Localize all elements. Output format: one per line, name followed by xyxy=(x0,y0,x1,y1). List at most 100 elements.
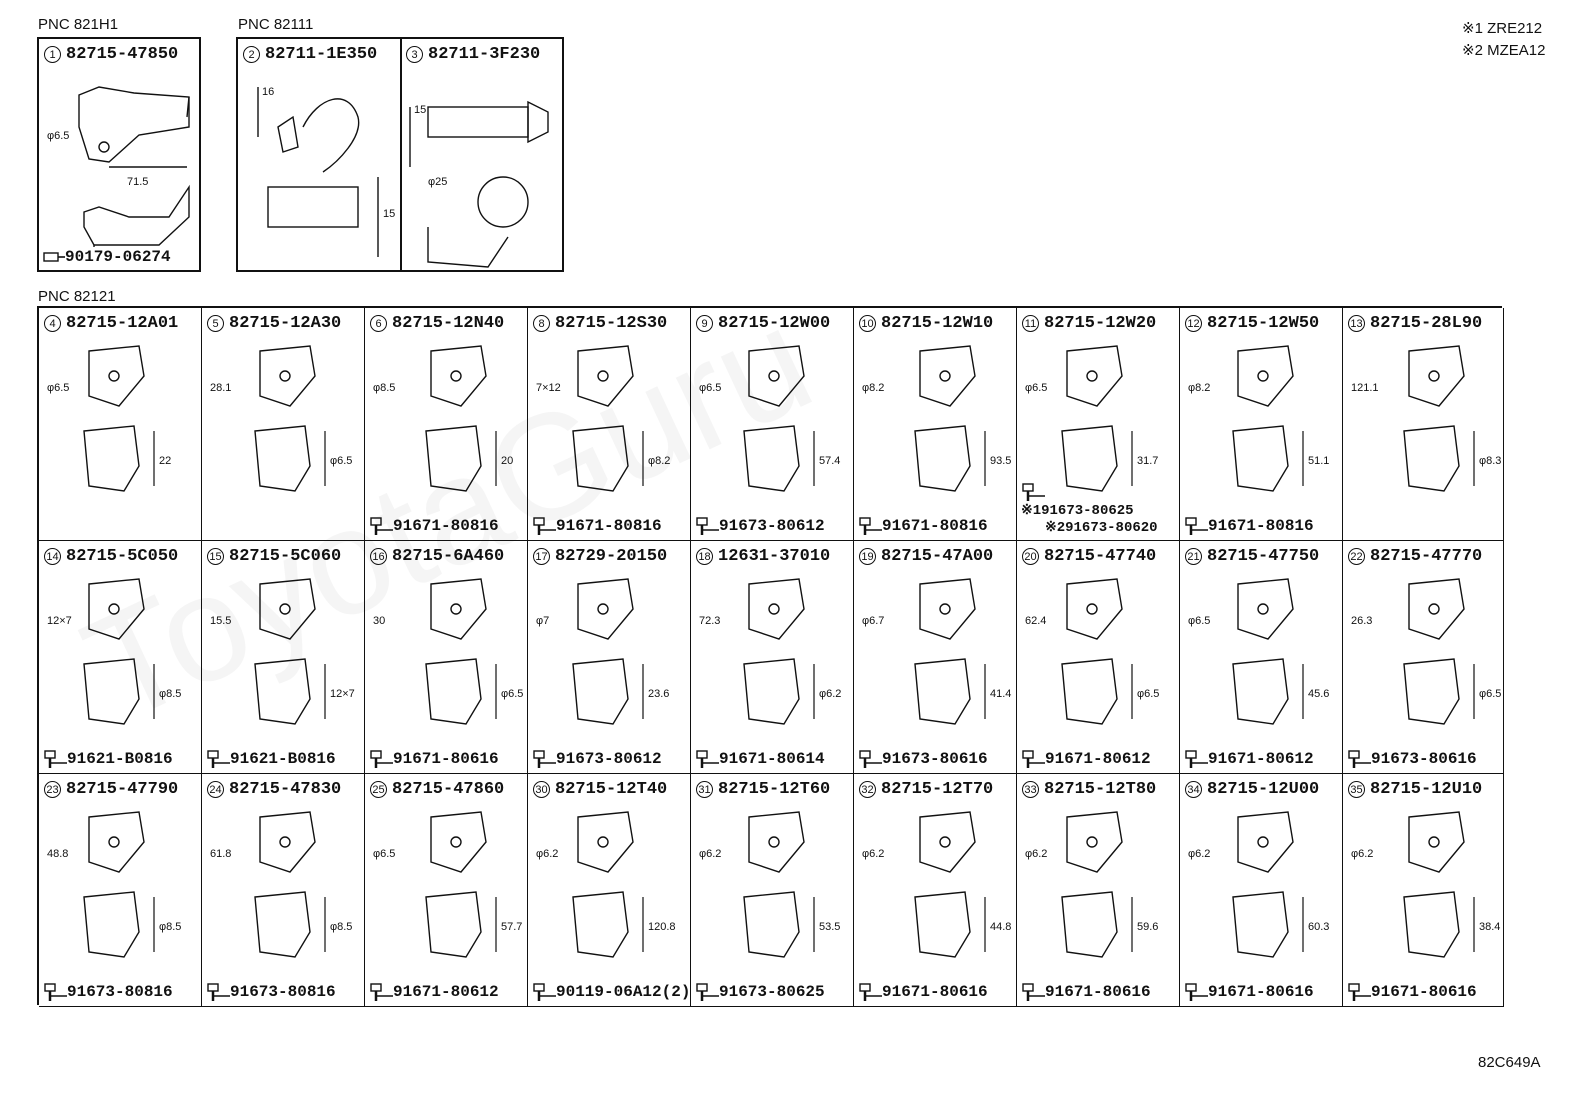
fastener: 91671-80612 xyxy=(1184,749,1314,769)
item-number: 18 xyxy=(696,548,713,565)
item-number: 15 xyxy=(207,548,224,565)
part-number: 82715-47770 xyxy=(1370,547,1483,566)
item-number: 30 xyxy=(533,781,550,798)
part-number: 82715-6A460 xyxy=(392,547,505,566)
dim-label: 12×7 xyxy=(330,688,355,700)
fastener: 91671-80616 xyxy=(1347,982,1477,1002)
dim-label: φ6.5 xyxy=(1137,688,1159,700)
item-number: 6 xyxy=(370,315,387,332)
dim-label: φ8.2 xyxy=(1188,382,1210,394)
dim-label: 72.3 xyxy=(699,615,720,627)
part-number: 82715-47850 xyxy=(66,45,179,64)
bolt-icon xyxy=(1185,983,1208,1001)
legend-item: ※1 ZRE212 xyxy=(1462,20,1543,37)
clip-drawing: 16 15 15 φ25 xyxy=(257,86,549,268)
dim-label: 15.5 xyxy=(210,615,231,627)
diagram-reference: 82C649A xyxy=(1478,1054,1541,1071)
fastener-part-number: 91671-80816 xyxy=(556,517,662,535)
part-number: 82715-12T70 xyxy=(881,780,994,799)
fastener-part-number: ※291673-80620 xyxy=(1045,520,1158,536)
bolt-icon xyxy=(859,750,882,768)
fastener-part-number: 91671-80616 xyxy=(1045,983,1151,1001)
dim-label: 15 xyxy=(383,208,395,220)
part-number: 82715-12S30 xyxy=(555,314,668,333)
item-number: 24 xyxy=(207,781,224,798)
legend-item: ※2 MZEA12 xyxy=(1462,42,1546,59)
item-number: 5 xyxy=(207,315,224,332)
dim-label: 44.8 xyxy=(990,921,1011,933)
part-header: 35 82715-12U10 xyxy=(1348,780,1482,799)
dim-label: φ8.5 xyxy=(373,382,395,394)
dim-label: φ6.5 xyxy=(47,130,69,142)
item-number: 31 xyxy=(696,781,713,798)
dim-label: 120.8 xyxy=(648,921,676,933)
part-number: 82715-12U00 xyxy=(1207,780,1320,799)
bracket-drawing: φ8.520 xyxy=(373,345,513,492)
part-number: 82711-1E350 xyxy=(265,45,378,64)
bracket-drawing: 121.1φ8.3 xyxy=(1351,345,1501,492)
part-number: 82729-20150 xyxy=(555,547,668,566)
fastener: 90179-06274 xyxy=(43,248,171,266)
bracket-drawing: φ8.251.1 xyxy=(1188,345,1329,492)
fastener: 91673-80612 xyxy=(532,749,662,769)
bolt-icon xyxy=(696,517,719,535)
part-number: 82715-12T80 xyxy=(1044,780,1157,799)
part-number: 12631-37010 xyxy=(718,547,831,566)
fastener: 91673-80616 xyxy=(858,749,988,769)
item-number: 4 xyxy=(44,315,61,332)
item-number: 16 xyxy=(370,548,387,565)
bracket-drawing: 71.5 φ6.5 xyxy=(47,86,190,247)
bolt-icon xyxy=(859,983,882,1001)
bracket-drawing: φ6.253.5 xyxy=(699,811,840,958)
fastener-part-number: 91673-80616 xyxy=(882,750,988,768)
dim-label: φ25 xyxy=(428,176,447,188)
part-number: 82715-47860 xyxy=(392,780,505,799)
dim-label: 26.3 xyxy=(1351,615,1372,627)
fastener-part-number: 90179-06274 xyxy=(65,248,171,266)
fastener: 91673-80625 xyxy=(695,982,825,1002)
bolt-icon xyxy=(533,750,556,768)
dim-label: 31.7 xyxy=(1137,455,1158,467)
fastener: 91671-80816 xyxy=(532,516,662,536)
fastener: 91671-80816 xyxy=(858,516,988,536)
dim-label: φ6.2 xyxy=(819,688,841,700)
fastener: 91671-80612 xyxy=(369,982,499,1002)
pnc-label-82121: PNC 82121 xyxy=(38,288,116,305)
item-number: 21 xyxy=(1185,548,1202,565)
part-number: 82715-12U10 xyxy=(1370,780,1483,799)
bracket-drawing: 72.3 φ6.2 xyxy=(699,578,841,725)
part-number: 82715-12W10 xyxy=(881,314,994,333)
bolt-icon xyxy=(859,517,882,535)
item-number: 35 xyxy=(1348,781,1365,798)
bolt-icon xyxy=(696,983,719,1001)
bracket-drawing: 12×7φ8.5 xyxy=(47,578,181,725)
dim-label: 30 xyxy=(373,615,385,627)
item-number: 32 xyxy=(859,781,876,798)
bolt-icon xyxy=(1022,750,1045,768)
fastener-part-number: 91671-80616 xyxy=(1371,983,1477,1001)
